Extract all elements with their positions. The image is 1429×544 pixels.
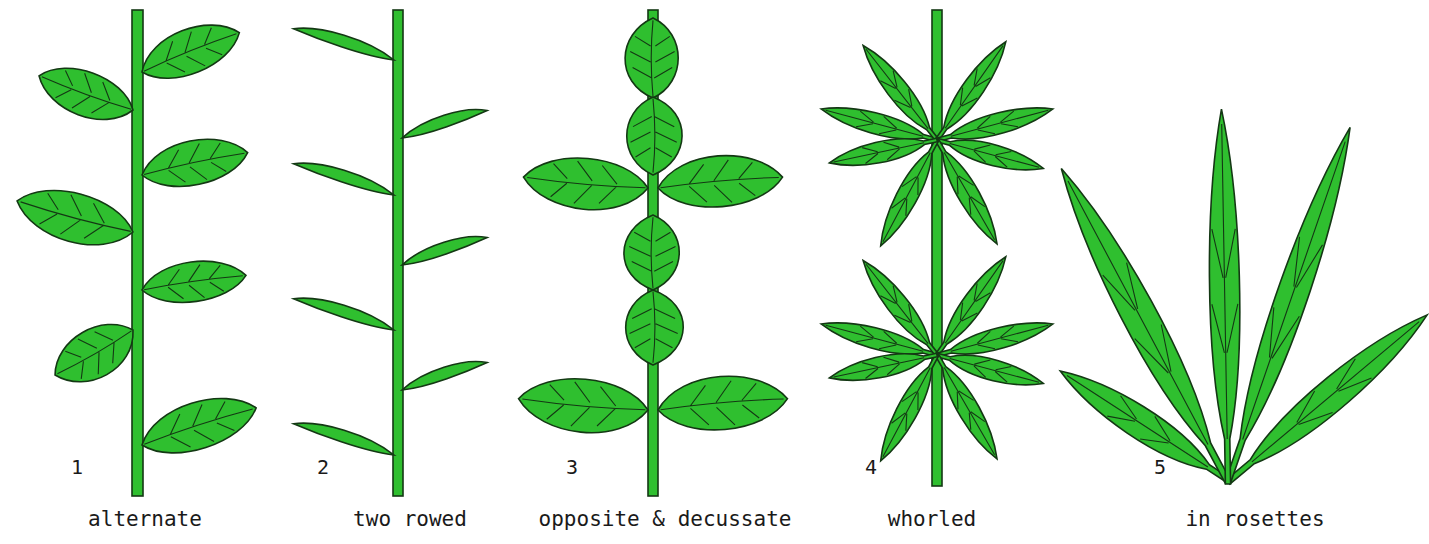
- arrangement-label: in rosettes: [1185, 508, 1324, 531]
- panel-number: 5: [1154, 456, 1166, 478]
- decussate-sprig: [516, 10, 790, 496]
- arrangement-label: two rowed: [353, 508, 467, 531]
- arrangement-label: whorled: [888, 508, 977, 531]
- whorled-sprig: [818, 10, 1055, 486]
- panel-number: 3: [566, 456, 578, 478]
- two-rowed-sprig: [292, 10, 489, 496]
- panel-number: 2: [317, 456, 329, 478]
- arrangement-label: alternate: [88, 508, 202, 531]
- alternate-sprig: [10, 10, 262, 496]
- panel-number: 4: [865, 456, 877, 478]
- rosette-plant: [1046, 109, 1429, 495]
- panel-number: 1: [71, 456, 83, 478]
- arrangement-label: opposite & decussate: [539, 508, 792, 531]
